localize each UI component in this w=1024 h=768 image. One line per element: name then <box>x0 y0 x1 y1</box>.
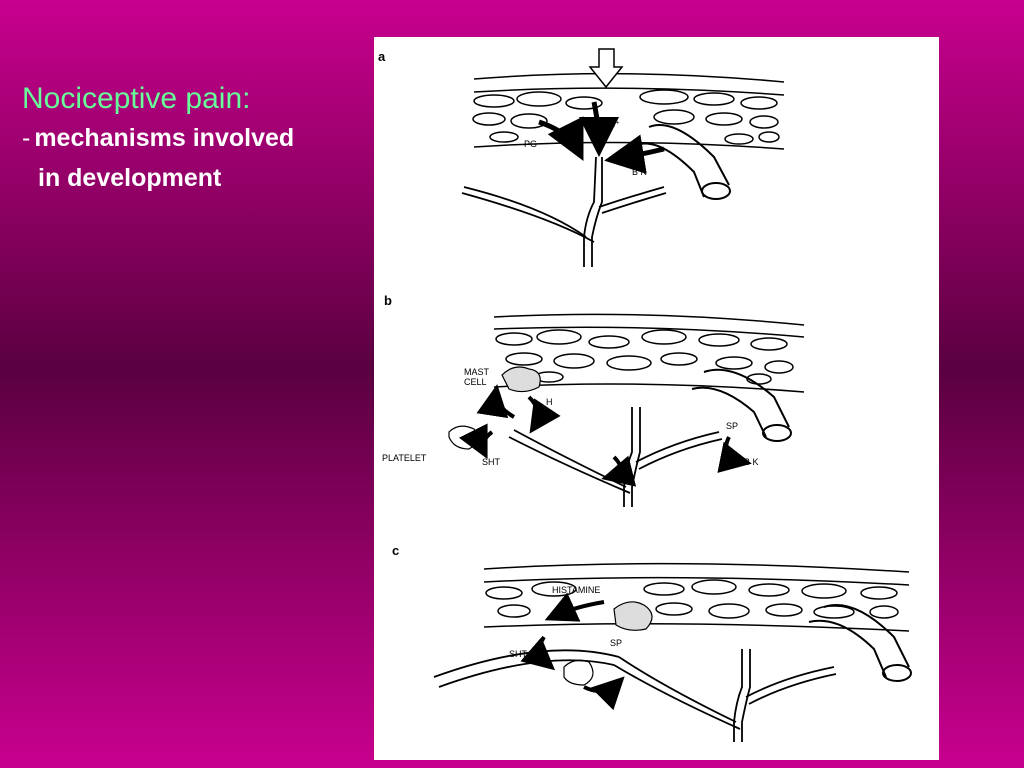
label-potassium: K⁺ <box>609 119 620 129</box>
panel-b-mediator-arrows <box>458 384 752 487</box>
platelet-icon-c <box>563 659 594 686</box>
panel-a-nerve <box>461 156 667 267</box>
slide-title: Nociceptive pain: <box>22 82 251 115</box>
label-cell: CELL <box>464 377 487 387</box>
label-histamine: HISTAMINE <box>552 585 600 595</box>
label-bradykinin-b: B K <box>744 457 759 467</box>
panel-c-blood-vessel <box>808 604 912 682</box>
panel-c-nerve <box>433 649 837 742</box>
stimulus-arrow-icon <box>588 48 624 89</box>
label-platelet: PLATELET <box>382 453 427 463</box>
mast-cell-icon-c <box>613 601 653 631</box>
panel-b-letter: b <box>384 293 392 308</box>
platelet-icon <box>448 425 478 450</box>
label-histamine-h: H <box>546 397 553 407</box>
label-prostaglandin: PG <box>524 139 537 149</box>
nociception-figure: a <box>374 37 939 760</box>
label-substance-p-2: SP <box>726 421 738 431</box>
title-block: Nociceptive pain: -mechanisms involved i… <box>22 80 362 198</box>
panel-a-skin <box>472 72 785 150</box>
panel-a-mediator-arrows <box>538 101 665 175</box>
figure-drawing: a <box>378 48 912 742</box>
panel-b: b <box>382 293 805 507</box>
label-serotonin-c: SHT <box>509 649 528 659</box>
panel-a-blood-vessel <box>635 124 731 200</box>
panel-a-letter: a <box>378 49 386 64</box>
label-mast: MAST <box>464 367 490 377</box>
panel-b-skin <box>493 313 805 393</box>
label-substance-p-c: SP <box>610 638 622 648</box>
bullet-text-line1: mechanisms involved <box>34 124 295 152</box>
label-serotonin: SHT <box>482 457 501 467</box>
bullet-dash: - <box>22 124 31 152</box>
panel-a: a <box>378 48 785 267</box>
panel-c-letter: c <box>392 543 399 558</box>
mast-cell-icon <box>501 366 541 393</box>
bullet-point: -mechanisms involved <box>22 118 362 158</box>
panel-c: c <box>392 543 912 742</box>
panel-c-skin <box>483 562 910 632</box>
bullet-text-line2: in development <box>38 164 222 192</box>
panel-c-mediator-arrows <box>520 592 625 711</box>
label-bradykinin: B K <box>632 167 647 177</box>
bullet-continuation: in development <box>22 158 362 198</box>
label-substance-p-1: SP <box>492 402 504 412</box>
panel-b-blood-vessel <box>691 368 792 442</box>
